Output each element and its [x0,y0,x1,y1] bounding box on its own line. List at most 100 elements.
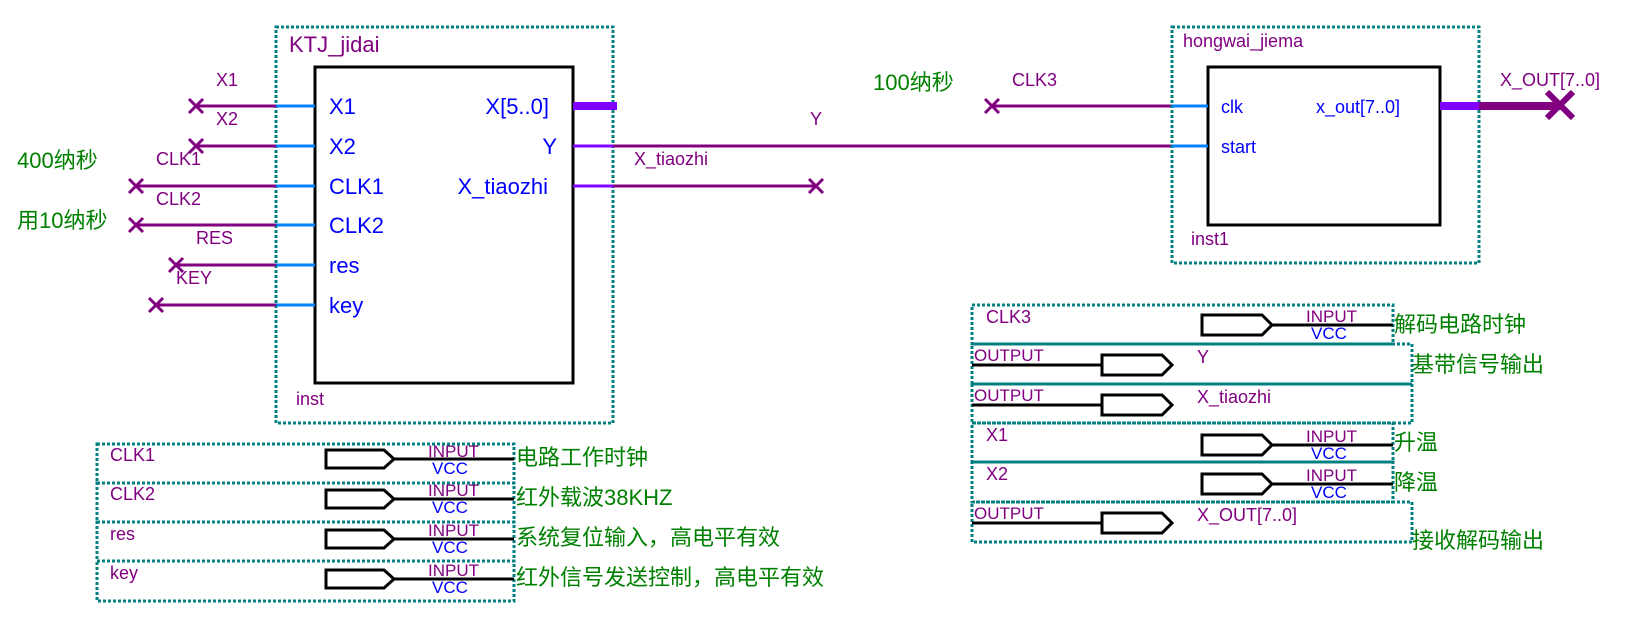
pin-type: INPUT [428,521,479,540]
pin-type: INPUT [1306,307,1357,326]
output-net-x-out: X_OUT[7..0] [1479,70,1600,121]
annotation-clk3-period: 100纳秒 [873,70,954,95]
input-pin-icon [1200,472,1275,496]
pin-comment: 红外信号发送控制，高电平有效 [516,565,824,590]
pin-default: VCC [432,538,468,557]
annotation-clk1-period: 400纳秒 [17,148,98,173]
net-label-x-tiaozhi: X_tiaozhi [634,149,708,170]
block-body[interactable] [313,65,575,385]
pin-comment: 基带信号输出 [1412,352,1544,377]
annotation-clk2-period: 用10纳秒 [17,208,107,233]
block-name: hongwai_jiema [1183,31,1304,52]
port-start[interactable]: start [1221,137,1256,157]
net-label-x-out: X_OUT[7..0] [1500,70,1600,91]
no-connect-icon [187,97,205,115]
pin-name: Y [1197,347,1209,367]
pin-comment: 接收解码输出 [1412,528,1544,553]
no-connect-icon [1544,89,1576,121]
port-y[interactable]: Y [542,134,557,159]
pin-row[interactable]: CLK1 INPUT VCC 电路工作时钟 [95,442,648,485]
net-label-x2: X2 [216,109,238,129]
port-x-bus[interactable]: X[5..0] [485,94,549,119]
port-clk1[interactable]: CLK1 [329,174,384,199]
no-connect-icon [187,137,205,155]
input-pin-icon [1200,433,1275,457]
pin-type: INPUT [428,481,479,500]
output-pin-icon [1100,393,1175,417]
pin-comment: 降温 [1394,470,1438,495]
pin-name: X1 [986,425,1008,445]
net-label-clk2: CLK2 [156,189,201,209]
pin-row[interactable]: key INPUT VCC 红外信号发送控制，高电平有效 [95,559,824,603]
pin-comment: 系统复位输入，高电平有效 [516,525,780,550]
pin-name: X2 [986,464,1008,484]
no-connect-icon [127,177,145,195]
pin-default: VCC [1311,444,1347,463]
pin-default: VCC [1311,483,1347,502]
net-label-x1: X1 [216,70,238,90]
input-pin-icon [1200,313,1275,337]
pin-row[interactable]: OUTPUT Y 基带信号输出 [970,342,1544,386]
pin-name: key [110,563,138,583]
instance-label: inst [296,389,324,409]
no-connect-icon [807,177,825,195]
pin-type: INPUT [1306,466,1357,485]
middle-nets: Y X_tiaozhi CLK3 100纳秒 [613,70,1172,195]
no-connect-icon [983,97,1001,115]
port-key[interactable]: key [329,293,363,318]
pin-comment: 升温 [1394,430,1438,455]
pin-type: INPUT [1306,427,1357,446]
port-x1[interactable]: X1 [329,94,356,119]
pin-type: OUTPUT [974,386,1044,405]
block-ktj-jidai[interactable]: KTJ_jidai inst X1 X2 CLK1 CLK2 res key X… [274,25,617,425]
pin-name: CLK3 [986,307,1031,327]
port-clk[interactable]: clk [1221,97,1244,117]
block-hongwai-jiema[interactable]: hongwai_jiema inst1 clk start x_out[7..0… [1170,25,1481,265]
pin-default: VCC [1311,324,1347,343]
net-label-key: KEY [176,268,212,288]
pin-comment: 解码电路时钟 [1394,312,1526,337]
pin-type: INPUT [428,561,479,580]
pin-row[interactable]: CLK3 INPUT VCC 解码电路时钟 [970,303,1526,346]
output-pin-icon [1100,353,1175,377]
pin-list-left: CLK1 INPUT VCC 电路工作时钟 CLK2 INPUT VCC 红外载… [95,442,824,603]
port-x2[interactable]: X2 [329,134,356,159]
port-x-out[interactable]: x_out[7..0] [1316,97,1400,118]
input-pin-icon [324,488,397,510]
port-res[interactable]: res [329,253,360,278]
net-label-y: Y [810,109,822,129]
pin-list-right: CLK3 INPUT VCC 解码电路时钟 OUTPUT Y 基带信号输出 OU… [970,303,1544,553]
block-name: KTJ_jidai [289,32,379,57]
pin-row[interactable]: X1 INPUT VCC 升温 [970,421,1438,464]
pin-type: INPUT [428,442,479,461]
pin-name: X_tiaozhi [1197,387,1271,408]
pin-row[interactable]: OUTPUT X_tiaozhi [970,382,1414,425]
port-x-tiaozhi[interactable]: X_tiaozhi [457,174,548,199]
pin-name: res [110,524,135,544]
output-pin-icon [1100,511,1175,535]
block-body[interactable] [1206,65,1442,227]
pin-name: CLK2 [110,484,155,504]
no-connect-icon [147,296,165,314]
no-connect-icon [127,216,145,234]
pin-comment: 电路工作时钟 [516,445,648,470]
pin-name: CLK1 [110,445,155,465]
no-connect-icon [167,256,185,274]
net-label-clk3: CLK3 [1012,70,1057,90]
pin-row[interactable]: CLK2 INPUT VCC 红外载波38KHZ [95,481,672,524]
pin-row[interactable]: res INPUT VCC 系统复位输入，高电平有效 [95,520,780,563]
instance-label: inst1 [1191,229,1229,249]
input-pin-icon [324,448,397,470]
port-clk2[interactable]: CLK2 [329,213,384,238]
pin-type: OUTPUT [974,346,1044,365]
input-nets: X1 X2 CLK1 CLK2 RES KEY 400纳秒 用10纳秒 [17,70,276,314]
net-label-res: RES [196,228,233,248]
pin-default: VCC [432,498,468,517]
pin-row[interactable]: X2 INPUT VCC 降温 [970,460,1438,504]
pin-row[interactable]: OUTPUT X_OUT[7..0] 接收解码输出 [970,500,1544,553]
pin-default: VCC [432,578,468,597]
input-pin-icon [324,528,397,550]
pin-name: X_OUT[7..0] [1197,505,1297,526]
input-pin-icon [324,568,397,590]
